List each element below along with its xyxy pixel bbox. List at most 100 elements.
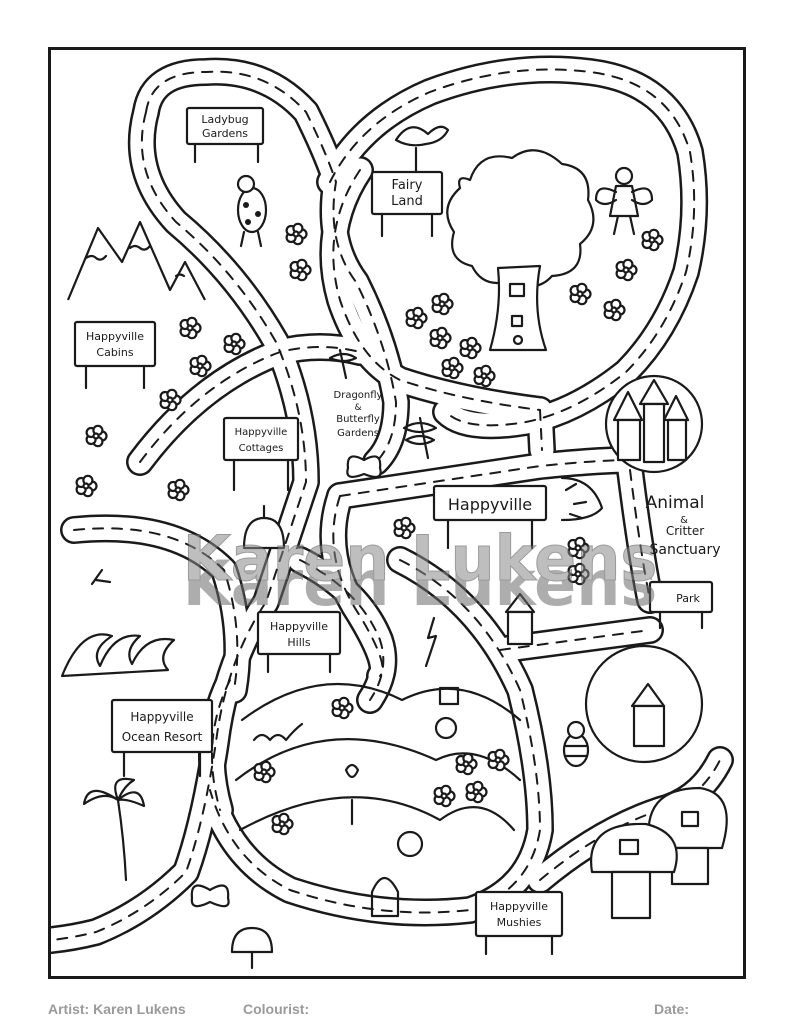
flower-icon	[567, 562, 590, 586]
sanctuary-line4: Sanctuary	[649, 542, 720, 558]
happyville-label: Happyville	[448, 495, 532, 514]
watermark: Karen Lukens Karen Lukens	[182, 522, 658, 621]
road-segment-6	[332, 495, 384, 677]
flower-icon	[431, 292, 454, 316]
flower-icon	[85, 424, 108, 448]
sun-icon	[560, 476, 604, 522]
footer: Artist: Karen Lukens Colourist: Date:	[48, 1001, 746, 1023]
road-segment-14	[299, 559, 385, 701]
flower-icon	[433, 784, 456, 808]
happyville-ocean-resort-sign: Happyville Ocean Resort	[110, 698, 214, 778]
flower-icon	[159, 388, 182, 412]
road-segment-1	[51, 111, 308, 942]
road-network	[51, 55, 734, 955]
flower-icon	[569, 282, 592, 306]
dragonfly-label-line1: Dragonfly	[334, 390, 383, 401]
ocean-resort-line1: Happyville	[130, 710, 193, 724]
flower-icon	[189, 354, 212, 378]
road-segment-9	[499, 629, 651, 651]
colourist-label: Colourist:	[243, 1001, 310, 1017]
artist-credit: Artist: Karen Lukens	[48, 1001, 186, 1017]
flower-icon	[441, 356, 464, 380]
happyville-cabins-line2: Cabins	[96, 346, 133, 359]
happyville-hills-sign: Happyville Hills	[256, 610, 342, 674]
happyville-mushies-sign: Happyville Mushies	[474, 890, 564, 956]
flower-icon	[405, 306, 428, 330]
flower-icon	[167, 478, 190, 502]
dragonfly-label-line4: Gardens	[337, 428, 379, 439]
butterfly-icon-2	[190, 884, 230, 908]
happyville-cabins-sign: Happyville Cabins	[73, 320, 157, 390]
happyville-cottages-line1: Happyville	[235, 427, 288, 438]
flower-icon	[285, 222, 308, 246]
flower-icon	[455, 752, 478, 776]
flower-icon	[487, 748, 510, 772]
road-segment-12	[139, 346, 361, 463]
flower-icon	[179, 316, 202, 340]
sanctuary-line3: Critter	[666, 524, 704, 538]
flower-icon	[289, 258, 312, 282]
caterpillar-icon	[252, 722, 304, 742]
fairy-land-sign: Fairy Land	[370, 170, 444, 238]
happyville-hills-line1: Happyville	[270, 620, 328, 633]
ladybug-gardens-sign: Ladybug Gardens	[185, 106, 265, 164]
date-label: Date:	[654, 1001, 690, 1017]
flower-icon	[393, 516, 416, 540]
mountains	[66, 220, 206, 301]
happyville-sign: Happyville	[432, 484, 548, 550]
flower-icon	[223, 332, 246, 356]
rolling-hills	[234, 616, 522, 918]
road-segment-10	[629, 469, 651, 601]
flower-icon	[465, 780, 488, 804]
happyville-hills-line2: Hills	[287, 636, 310, 649]
animal-critter-sanctuary-label: Animal & Critter Sanctuary	[646, 493, 721, 558]
happyville-cabins-line1: Happyville	[86, 330, 144, 343]
flower-icon	[615, 258, 638, 282]
watermark-shadow: Karen Lukens	[183, 547, 658, 620]
road-segment-2	[329, 68, 696, 427]
dragonfly-butterfly-gardens-label: Dragonfly & Butterfly Gardens	[334, 390, 383, 439]
wave-icon	[60, 568, 176, 678]
mushies-line2: Mushies	[497, 916, 542, 929]
fairy-tree-icon	[446, 149, 595, 352]
fairy-icon	[594, 166, 654, 236]
flower-icon	[253, 760, 276, 784]
watermark-text: Karen Lukens	[183, 522, 658, 595]
fairy-land-line1: Fairy	[392, 178, 423, 193]
flower-icon	[331, 696, 354, 720]
road-segment-3	[332, 169, 541, 411]
road-segment-4	[539, 409, 543, 451]
happyville-cottages-line2: Cottages	[239, 443, 284, 454]
sanctuary-line2: &	[680, 515, 688, 526]
flower-icon	[429, 326, 452, 350]
castle-icon	[604, 374, 704, 474]
ocean-resort-line2: Ocean Resort	[122, 730, 203, 744]
mushies-line1: Happyville	[490, 900, 548, 913]
flowers	[75, 222, 664, 836]
bee-icon	[562, 720, 590, 768]
mushroom-house-icon	[590, 786, 728, 920]
flower-icon	[473, 364, 496, 388]
happyville-cottages-sign: Happyville Cottages	[222, 416, 300, 492]
flower-icon	[567, 536, 590, 560]
road-segment-0	[145, 70, 398, 463]
dragonfly-label-line3: Butterfly	[336, 414, 380, 425]
sanctuary-line1: Animal	[646, 493, 705, 513]
dragonfly-label-line2: &	[354, 403, 361, 413]
butterfly-icon	[346, 455, 382, 479]
flower-icon	[75, 474, 98, 498]
bird-icon	[394, 125, 450, 174]
dragonfly-icon	[328, 348, 438, 460]
flower-icon	[459, 336, 482, 360]
road-segment-7	[209, 559, 542, 914]
palm-tree-icon	[82, 777, 146, 882]
happyville-map: Ladybug Gardens Fairy Land	[51, 55, 734, 970]
pet-park-sign: Park	[648, 580, 714, 630]
ladybug-gardens-line2: Gardens	[202, 127, 248, 140]
bell-flower-icon	[230, 504, 286, 970]
hedge-house-icon	[584, 644, 704, 764]
fairy-land-line2: Land	[391, 194, 423, 209]
ladybug-icon	[236, 174, 268, 248]
small-house-icon	[504, 592, 536, 646]
